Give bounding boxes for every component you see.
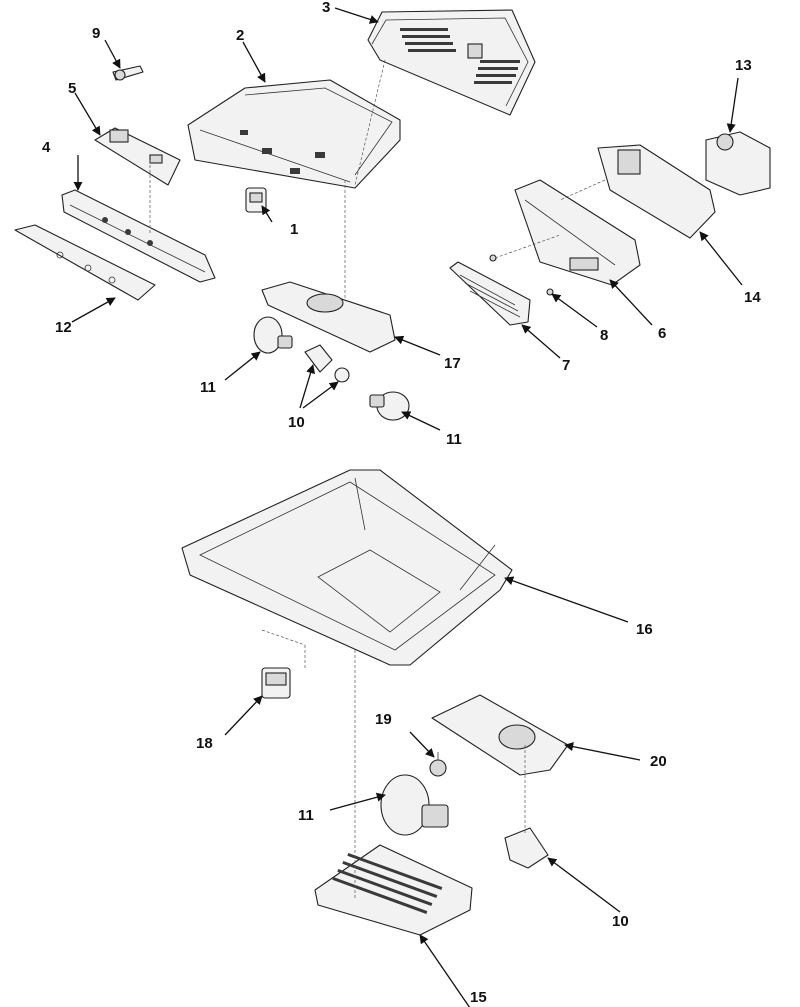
callout-4: 4 [42,139,51,156]
callout-8: 8 [600,327,608,344]
callout-2: 2 [236,27,244,44]
callout-7: 7 [562,357,570,374]
callout-18: 18 [196,735,213,752]
callout-11-upper-left: 11 [200,379,216,396]
assembly-guide-lines [149,59,606,900]
callout-17: 17 [444,355,461,372]
part-11-bulb-right [369,391,410,421]
part-15-drip-tray [314,844,473,936]
callout-5: 5 [68,80,76,97]
part-2-top-frame [187,79,401,189]
part-12-overlay-strip [14,224,156,301]
part-5-control-board [94,127,181,186]
part-7-grille [449,261,531,326]
leader-lines [71,7,743,1007]
callout-1: 1 [290,221,298,238]
callout-20: 20 [650,753,667,770]
part-11-bulb-left [253,316,293,354]
callout-3: 3 [322,0,330,16]
vent-slots [400,28,520,84]
callout-9: 9 [92,25,100,42]
callout-19: 19 [375,711,392,728]
callout-12: 12 [55,319,72,336]
part-20-lower-light-cover [431,694,569,776]
callout-14: 14 [744,289,761,306]
callout-10-upper: 10 [288,414,305,431]
part-6-dispenser-face [514,179,641,286]
part-11-bulb-lower [380,774,449,836]
callout-labels: 1 2 3 4 5 6 7 8 9 10 10 11 11 11 12 13 1… [42,0,761,1006]
part-10-socket-lower [504,827,549,869]
part-14-dispenser-cover [597,144,716,239]
part-13-motor [705,131,771,196]
callout-10-lower: 10 [612,913,629,930]
callout-11-lower: 11 [298,807,314,824]
callout-16: 16 [636,621,653,638]
part-19-screw [429,752,447,777]
part-9-small-connector [112,65,144,81]
part-10-socket-upper [304,344,350,383]
part-16-base-tray [181,469,513,666]
part-3-top-vent-cover [367,9,536,116]
callout-6: 6 [658,325,666,342]
part-18-switch [261,667,291,699]
callout-13: 13 [735,57,752,74]
callout-15: 15 [470,989,487,1006]
part-1-switch [245,187,267,213]
callout-11-upper-right: 11 [446,431,462,448]
